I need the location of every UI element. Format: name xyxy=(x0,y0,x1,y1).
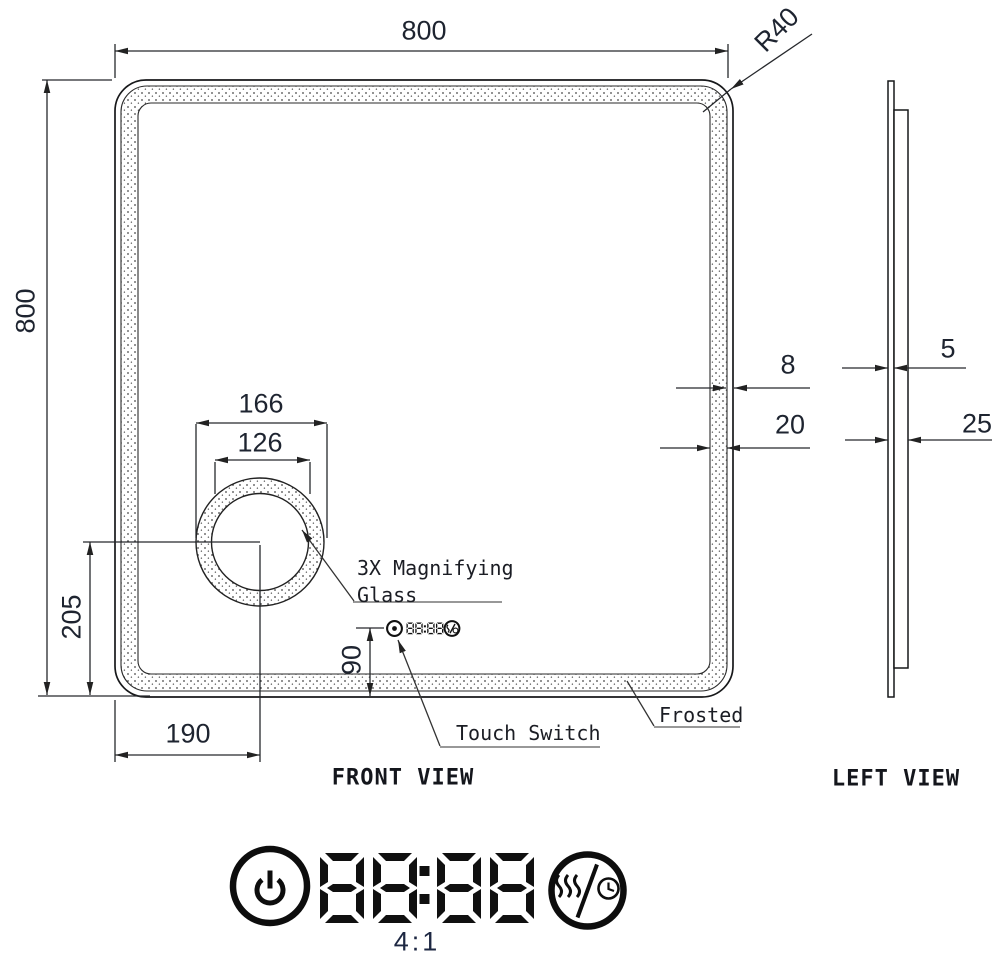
glass-thickness-label: 5 xyxy=(940,333,956,364)
touch-switch-note: Touch Switch xyxy=(456,721,601,745)
magnifier-inner-dia-label: 126 xyxy=(237,427,283,458)
total-depth-label: 25 xyxy=(961,408,993,439)
frosted-band xyxy=(121,86,727,691)
magnifier-outer-dia-label: 166 xyxy=(238,388,284,419)
mini-power-icon xyxy=(386,620,403,637)
magnifier-note-line1: 3X Magnifying xyxy=(357,556,514,580)
dim-height-label: 800 xyxy=(10,288,41,334)
dim-width-label: 800 xyxy=(401,15,447,46)
left-view-glass xyxy=(887,80,895,698)
mini-display-digits xyxy=(406,622,444,635)
frosted-note: Frosted xyxy=(659,703,744,727)
defogger-clock-icon xyxy=(548,851,627,930)
mini-defogger-clock-icon xyxy=(443,620,461,637)
left-view-title: LEFT VIEW xyxy=(831,766,961,792)
detail-scale-label: 4:1 xyxy=(393,926,441,957)
front-view xyxy=(38,33,813,762)
magnifier-bottom-offset-label: 205 xyxy=(56,594,87,640)
front-view-title: FRONT VIEW xyxy=(331,765,475,791)
left-view xyxy=(842,80,992,698)
magnifier-note-line2: Glass xyxy=(357,583,418,607)
front-view-dimensions xyxy=(38,33,813,762)
detail-display xyxy=(229,845,627,930)
power-button-icon xyxy=(229,845,311,927)
touch-switch-display xyxy=(386,620,461,637)
mirror-outline xyxy=(114,79,734,698)
frost-band-width-label: 20 xyxy=(774,409,806,440)
seven-segment-display xyxy=(320,853,534,923)
left-view-dimensions xyxy=(842,364,992,444)
edge-strip-width-label: 8 xyxy=(780,349,796,380)
switch-height-label: 90 xyxy=(336,644,367,676)
left-view-backing xyxy=(893,109,909,669)
annotation-leaders xyxy=(301,529,740,748)
magnifier-left-offset-label: 190 xyxy=(165,718,211,749)
